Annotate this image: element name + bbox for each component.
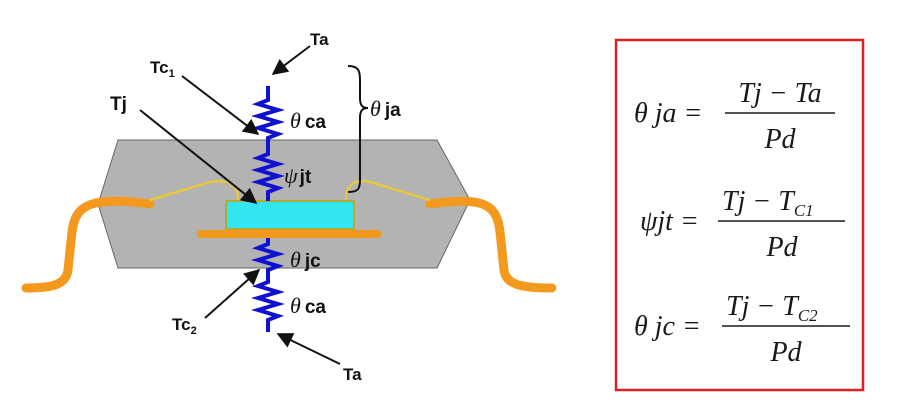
lower-resistor-chain [251, 238, 285, 332]
ta-bottom-arrow [276, 333, 341, 365]
right-bond-wire [344, 179, 431, 202]
eq2-denominator: Pd [765, 232, 798, 263]
tc2-arrow [204, 268, 261, 319]
ta-bottom-label: Ta [343, 365, 362, 384]
eq1-numerator: Tj − Ta [738, 78, 821, 109]
right-lead [425, 196, 557, 293]
theta-ja-brace [347, 65, 369, 193]
eq3-numerator: Tj − TC2 [726, 291, 818, 325]
ta-top-label: Ta [310, 30, 329, 49]
eq3-lhs: θ jc = [634, 311, 701, 342]
ta-top-arrow [271, 45, 311, 75]
tj-arrow [139, 109, 258, 205]
die [225, 200, 355, 230]
equation-theta-ja: θ ja = Tj − Ta Pd [634, 78, 835, 155]
equation-theta-jc: θ jc = Tj − TC2 Pd [634, 291, 850, 368]
eq2-numerator: Tj − TC1 [722, 186, 814, 220]
tj-label: Tj [110, 94, 127, 115]
tc1-arrow [181, 75, 260, 135]
equation-box [614, 38, 865, 392]
tc1-label: Tc1 [150, 58, 175, 80]
tc2-label: Tc2 [172, 315, 197, 337]
left-lead [21, 196, 155, 293]
upper-resistor-chain [251, 86, 285, 201]
equation-psi-jt: ψjt = Tj − TC1 Pd [640, 186, 845, 263]
eq1-lhs: θ ja = [634, 98, 702, 129]
left-bond-wire [149, 179, 240, 202]
eq2-lhs: ψjt = [640, 206, 699, 237]
eq3-denominator: Pd [769, 337, 802, 368]
die-paddle [197, 230, 381, 238]
eq1-denominator: Pd [763, 124, 796, 155]
